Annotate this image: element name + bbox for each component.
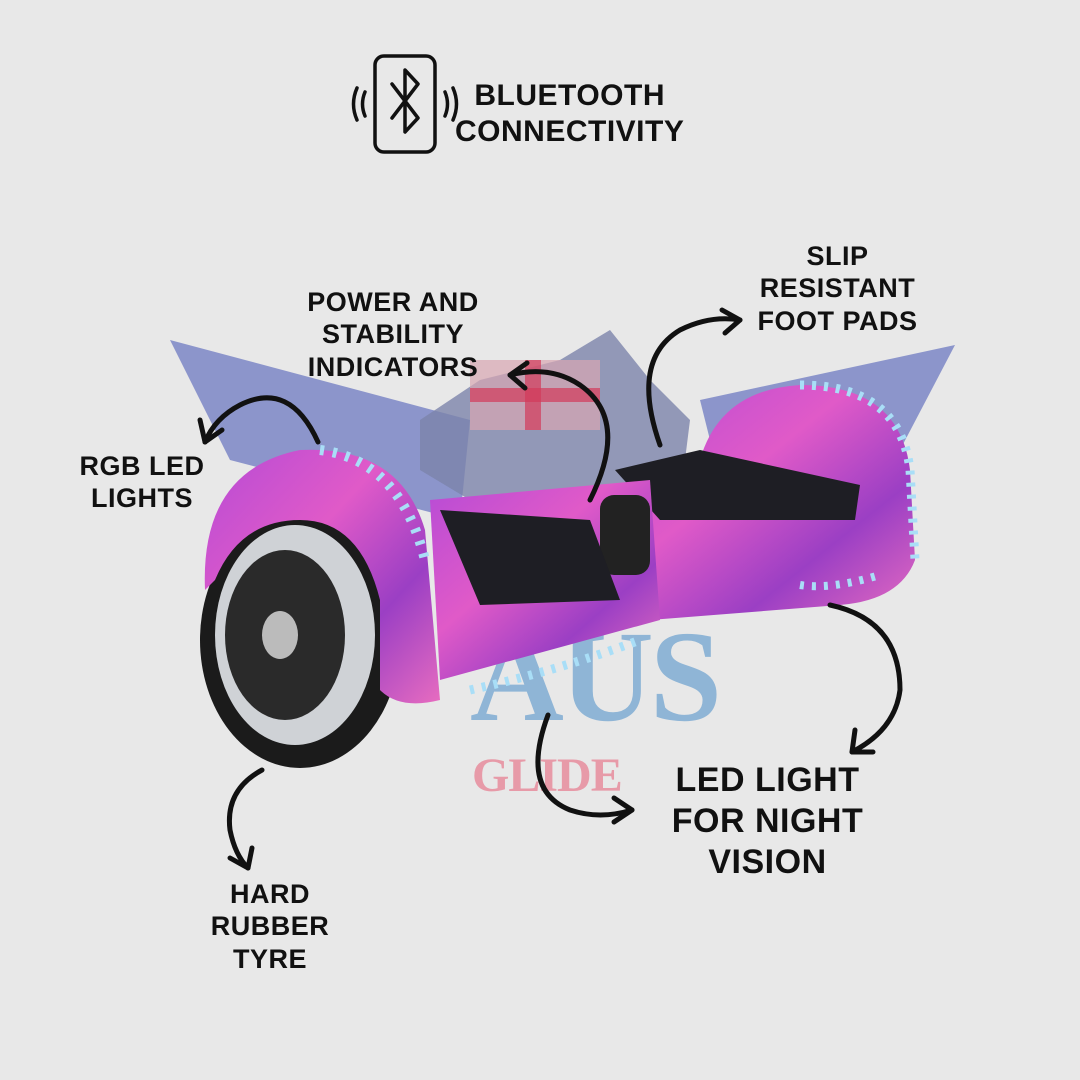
feature-rgb-line: RGB LED <box>79 451 205 481</box>
feature-tyre-line: TYRE <box>232 943 307 974</box>
feature-bluetooth: BLUETOOTH CONNECTIVITY <box>455 78 684 150</box>
feature-power-stability: POWER AND STABILITY INDICATORS <box>298 286 488 383</box>
feature-led-night-line: VISION <box>708 842 827 881</box>
feature-slip-line: RESISTANT <box>759 273 916 304</box>
feature-power-line: STABILITY <box>322 319 464 350</box>
arrow-tyre <box>226 767 265 871</box>
arrow-rgb <box>202 395 321 445</box>
watermark-wing-left <box>170 340 470 520</box>
feature-slip-line: FOOT PADS <box>757 305 918 336</box>
feature-led-night-line: LED LIGHT <box>675 761 860 799</box>
arrow-power <box>507 369 611 503</box>
feature-rgb-line: LIGHTS <box>91 483 193 514</box>
feature-power-line: INDICATORS <box>307 351 479 382</box>
feature-power-line: POWER AND <box>307 287 479 317</box>
foot-pad-left <box>440 510 620 605</box>
arrow-slip <box>646 316 743 448</box>
feature-hard-rubber-tyre: HARD RUBBER TYRE <box>200 878 340 975</box>
feature-bluetooth-line: BLUETOOTH <box>474 79 665 112</box>
feature-slip-resistant: SLIP RESISTANT FOOT PADS <box>745 240 930 337</box>
foot-pad-right <box>615 450 860 520</box>
arrow-night-led <box>827 602 903 755</box>
left-fender <box>204 449 440 704</box>
feature-tyre-line: RUBBER <box>210 911 330 942</box>
feature-slip-line: SLIP <box>806 241 869 271</box>
feature-led-night-line: FOR NIGHT <box>671 801 864 840</box>
feature-bluetooth-line: CONNECTIVITY <box>455 115 685 148</box>
feature-rgb-led: RGB LED LIGHTS <box>72 450 212 515</box>
night-led-front <box>469 635 642 695</box>
feature-led-night-vision: LED LIGHT FOR NIGHT VISION <box>660 760 875 882</box>
center-pivot <box>600 495 650 575</box>
arrow-night-led-2 <box>535 712 635 818</box>
rgb-led-strip-right <box>799 380 920 561</box>
feature-tyre-line: HARD <box>230 879 310 909</box>
